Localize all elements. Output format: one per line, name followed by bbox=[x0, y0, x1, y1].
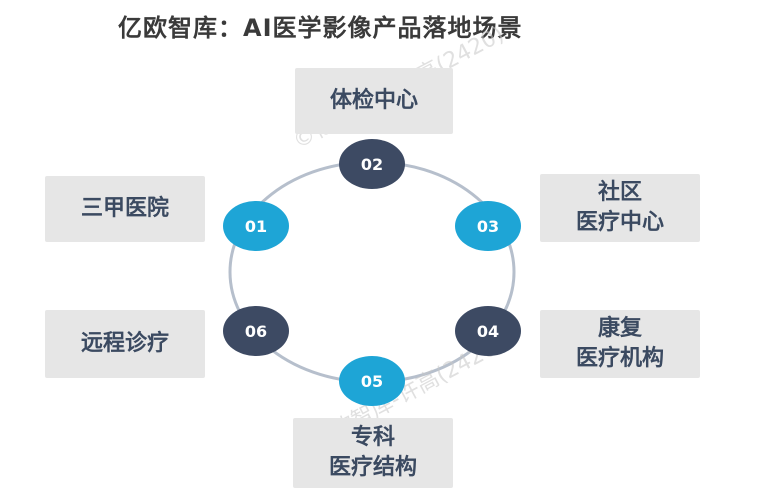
page-title: 亿欧智库：AI医学影像产品落地场景 bbox=[118, 14, 523, 42]
scene-box-03: 社区 医疗中心 bbox=[540, 174, 700, 242]
node-03: 03 bbox=[455, 201, 521, 251]
scene-label-03-line2: 医疗中心 bbox=[575, 210, 664, 235]
scene-box-01: 三甲医院 bbox=[45, 176, 205, 242]
node-02: 02 bbox=[339, 139, 405, 189]
node-06: 06 bbox=[223, 306, 289, 356]
scene-label-06: 远程诊疗 bbox=[80, 331, 169, 356]
scene-box-04: 康复 医疗机构 bbox=[540, 310, 700, 378]
node-04: 04 bbox=[455, 306, 521, 356]
node-05: 05 bbox=[339, 356, 405, 406]
scene-label-04-line1: 康复 bbox=[597, 316, 642, 341]
scene-box-05: 专科 医疗结构 bbox=[293, 418, 453, 488]
scene-label-03-line1: 社区 bbox=[597, 180, 642, 205]
node-01: 01 bbox=[223, 201, 289, 251]
scene-label-04-line2: 医疗机构 bbox=[575, 346, 664, 371]
scene-label-05-line1: 专科 bbox=[350, 425, 395, 450]
scene-label-01: 三甲医院 bbox=[80, 196, 169, 221]
scene-label-05-line2: 医疗结构 bbox=[328, 455, 417, 480]
scene-box-06: 远程诊疗 bbox=[45, 310, 205, 378]
scene-label-02: 体检中心 bbox=[329, 88, 418, 113]
scene-box-02: 体检中心 bbox=[295, 68, 453, 134]
